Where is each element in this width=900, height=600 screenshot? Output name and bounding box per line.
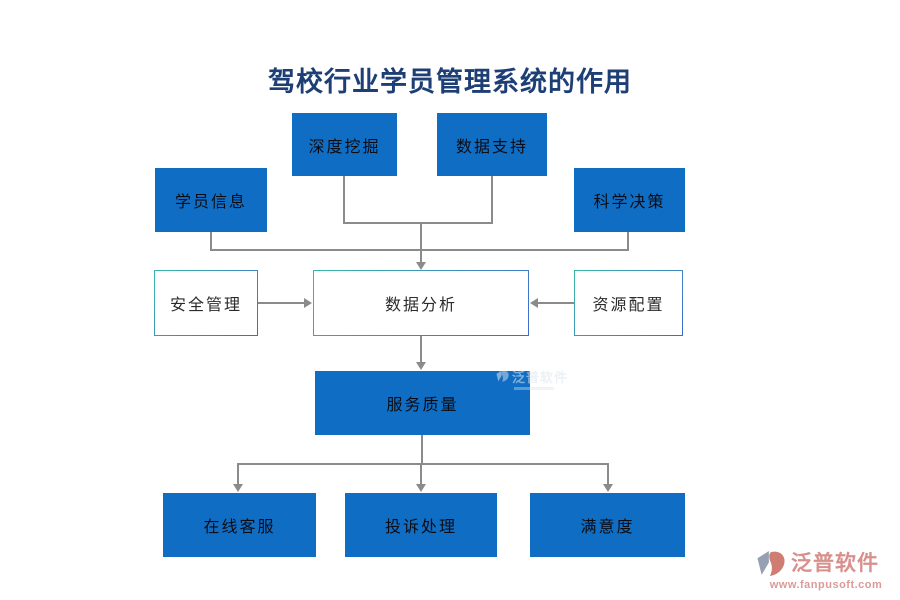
- brand-name: 泛普软件: [791, 551, 879, 575]
- connector-resource-to-analysis: [538, 302, 574, 304]
- node-service-quality: 服务质量: [315, 371, 530, 435]
- node-satisfaction: 满意度: [530, 493, 685, 557]
- connector-bracket-wide: [210, 249, 629, 251]
- connector-bracket-stem: [420, 223, 422, 251]
- arrowhead-resource-to-analysis: [530, 298, 538, 308]
- connector-deep-mining-drop: [343, 176, 345, 223]
- connector-scientific-decision-drop: [627, 232, 629, 251]
- node-student-info: 学员信息: [155, 168, 267, 232]
- connector-satisfaction-drop: [607, 465, 609, 484]
- arrowhead-analysis-to-service: [416, 362, 426, 370]
- connector-online-service-drop: [237, 465, 239, 484]
- node-safety-management: 安全管理: [154, 270, 258, 336]
- connector-student-info-drop: [210, 232, 212, 251]
- connector-safety-to-analysis: [258, 302, 305, 304]
- node-resource-allocation: 资源配置: [574, 270, 683, 336]
- node-data-analysis: 数据分析: [313, 270, 529, 336]
- node-complaint-handling: 投诉处理: [345, 493, 497, 557]
- brand-logo-icon: [757, 551, 785, 576]
- connector-service-stem: [421, 435, 423, 465]
- node-online-service: 在线客服: [163, 493, 316, 557]
- node-scientific-decision: 科学决策: [574, 168, 685, 232]
- node-data-support: 数据支持: [437, 113, 547, 176]
- connector-analysis-to-service: [420, 336, 422, 362]
- brand-logo: 泛普软件 www.fanpusoft.com: [756, 550, 896, 591]
- arrowhead-complaint: [416, 484, 426, 492]
- brand-url: www.fanpusoft.com: [769, 579, 883, 591]
- connector-data-support-drop: [491, 176, 493, 223]
- node-deep-mining: 深度挖掘: [292, 113, 397, 176]
- connector-into-analysis-stem: [420, 251, 422, 262]
- connector-fanout-bar: [237, 463, 609, 465]
- connector-complaint-drop: [420, 465, 422, 484]
- connector-bracket-top: [343, 222, 493, 224]
- page-title: 驾校行业学员管理系统的作用: [268, 67, 632, 97]
- arrowhead-online-service: [233, 484, 243, 492]
- arrowhead-into-analysis: [416, 262, 426, 270]
- arrowhead-satisfaction: [603, 484, 613, 492]
- arrowhead-safety-to-analysis: [304, 298, 312, 308]
